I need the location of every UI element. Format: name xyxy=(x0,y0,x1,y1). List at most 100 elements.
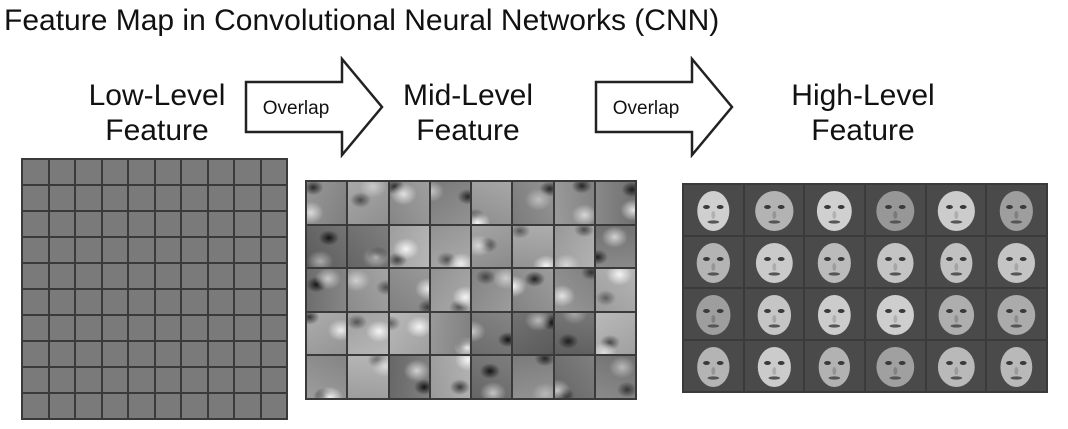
edge-pattern xyxy=(208,264,233,288)
high-level-face-cell xyxy=(744,237,804,287)
low-level-filter-cell xyxy=(49,368,74,392)
eye-shape xyxy=(824,205,832,209)
edge-pattern xyxy=(155,394,180,418)
edge-pattern xyxy=(23,264,48,288)
edge-pattern xyxy=(235,160,260,184)
low-level-filter-cell xyxy=(261,264,286,288)
mouth-shape xyxy=(889,324,902,328)
low-level-filter-cell xyxy=(129,342,154,366)
edge-pattern xyxy=(155,290,180,314)
edge-pattern xyxy=(261,212,286,236)
edge-pattern xyxy=(129,212,154,236)
low-level-filter-cell xyxy=(129,290,154,314)
low-level-feature-label: Low-Level Feature xyxy=(72,78,242,148)
low-level-filter-cell xyxy=(102,160,127,184)
edge-pattern xyxy=(129,316,154,340)
edge-pattern xyxy=(102,186,127,210)
mouth-shape xyxy=(768,220,780,224)
eye-shape xyxy=(777,205,785,209)
nose-shape xyxy=(954,367,958,375)
low-level-filter-cell xyxy=(155,160,180,184)
arrow-label: Overlap xyxy=(263,98,330,119)
low-level-filter-cell xyxy=(49,342,74,366)
face-shape xyxy=(1000,191,1034,231)
edge-pattern xyxy=(129,186,154,210)
mid-level-feature-cell xyxy=(430,225,470,268)
eye-shape xyxy=(959,257,967,261)
mouth-shape xyxy=(768,272,780,276)
eye-shape xyxy=(945,309,953,313)
mid-level-label-line1: Mid-Level xyxy=(402,79,534,112)
low-level-filter-cell xyxy=(23,290,48,314)
eye-shape xyxy=(703,309,710,313)
low-level-filter-cell xyxy=(129,212,154,236)
edge-pattern xyxy=(182,368,207,392)
low-level-filter-cell xyxy=(23,186,48,210)
mid-level-feature-cell xyxy=(389,269,429,311)
low-level-filter-cell xyxy=(76,368,101,392)
mouth-shape xyxy=(1010,376,1023,380)
mid-level-feature-cell xyxy=(430,356,470,398)
low-level-feature-grid xyxy=(21,158,288,420)
low-level-filter-cell xyxy=(182,238,207,262)
low-level-filter-cell xyxy=(129,394,154,418)
mouth-shape xyxy=(950,376,962,380)
mid-level-feature-cell xyxy=(595,312,635,355)
eye-shape xyxy=(959,205,967,209)
arrow-shape xyxy=(244,56,384,158)
mid-level-feature-cell xyxy=(472,356,512,398)
edge-pattern xyxy=(23,238,48,262)
low-level-filter-cell xyxy=(182,264,207,288)
low-level-filter-cell xyxy=(261,290,286,314)
mid-level-feature-cell xyxy=(389,312,429,355)
face-pattern xyxy=(754,191,794,231)
low-level-filter-cell xyxy=(235,264,260,288)
edge-pattern xyxy=(235,264,260,288)
mouth-shape xyxy=(707,272,720,276)
eye-shape xyxy=(716,361,724,365)
edge-pattern xyxy=(208,290,233,314)
mid-level-feature-cell xyxy=(513,225,553,268)
low-level-filter-cell xyxy=(155,290,180,314)
face-pattern xyxy=(997,295,1036,335)
high-level-label-line2: Feature xyxy=(811,114,915,147)
eye-shape xyxy=(703,361,710,365)
eye-shape xyxy=(777,309,785,313)
eye-shape xyxy=(898,205,906,209)
low-level-filter-cell xyxy=(208,264,233,288)
edge-pattern xyxy=(76,212,101,236)
edge-pattern xyxy=(129,264,154,288)
face-pattern xyxy=(817,191,853,231)
low-level-filter-cell xyxy=(102,238,127,262)
low-level-filter-cell xyxy=(182,186,207,210)
low-level-filter-cell xyxy=(182,342,207,366)
edge-pattern xyxy=(129,238,154,262)
mouth-shape xyxy=(889,220,902,224)
edge-pattern xyxy=(23,342,48,366)
eye-shape xyxy=(959,309,967,313)
edge-pattern xyxy=(208,342,233,366)
edge-pattern xyxy=(76,264,101,288)
edge-pattern xyxy=(182,342,207,366)
edge-pattern xyxy=(76,368,101,392)
low-level-filter-cell xyxy=(155,316,180,340)
face-pattern xyxy=(696,243,730,283)
eye-shape xyxy=(945,361,953,365)
mid-level-feature-cell xyxy=(348,356,388,398)
low-level-filter-cell xyxy=(235,160,260,184)
low-level-filter-cell xyxy=(23,316,48,340)
mid-level-feature-cell xyxy=(472,269,512,311)
mouth-shape xyxy=(889,272,902,276)
eye-shape xyxy=(945,257,953,261)
low-level-filter-cell xyxy=(76,264,101,288)
edge-pattern xyxy=(129,368,154,392)
diagram-title: Feature Map in Convolutional Neural Netw… xyxy=(4,4,720,37)
low-level-filter-cell xyxy=(235,368,260,392)
face-pattern xyxy=(755,243,793,283)
edge-pattern xyxy=(235,212,260,236)
face-pattern xyxy=(938,295,974,335)
mid-level-feature-cell xyxy=(595,356,635,398)
edge-pattern xyxy=(261,368,286,392)
mid-level-feature-cell xyxy=(472,312,512,355)
low-level-label-line1: Low-Level xyxy=(88,79,226,112)
